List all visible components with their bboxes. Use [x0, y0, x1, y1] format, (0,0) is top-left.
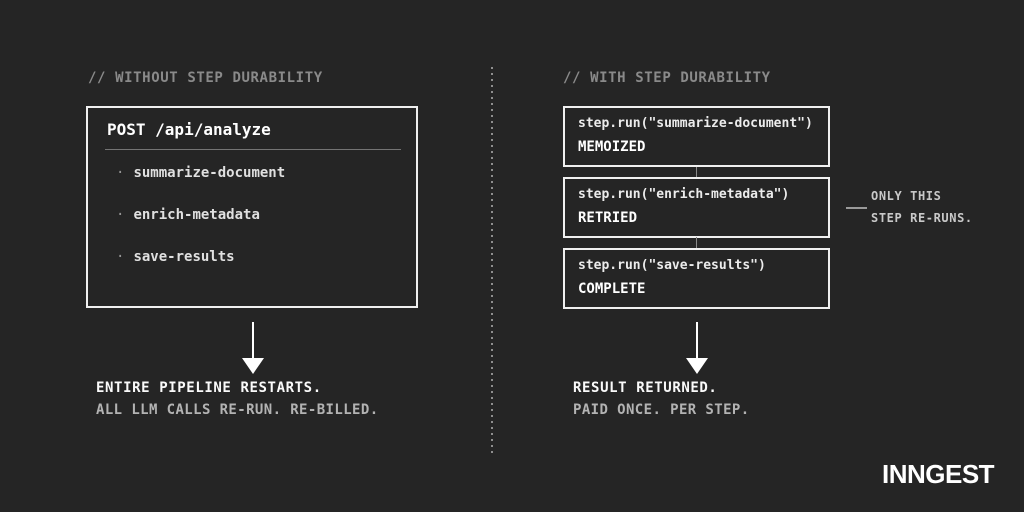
down-arrow-icon [242, 322, 264, 374]
arrow-head [686, 358, 708, 374]
left-caption-secondary: ALL LLM CALLS RE-RUN. RE-BILLED. [96, 402, 379, 418]
center-dotted-divider [491, 67, 493, 457]
step-code: step.run("summarize-document") [578, 116, 813, 131]
down-arrow-icon [686, 322, 708, 374]
api-box-divider [105, 149, 401, 150]
arrow-stem [252, 322, 254, 359]
pipeline-task-item: · enrich-metadata [116, 207, 260, 223]
step-status: COMPLETE [578, 281, 646, 297]
step-connector-line [696, 167, 697, 177]
task-label: enrich-metadata [133, 207, 260, 223]
step-code: step.run("save-results") [578, 258, 766, 273]
annotation-pointer-line [846, 207, 867, 209]
step-box-memoized: step.run("summarize-document") MEMOIZED [563, 106, 830, 167]
arrow-head [242, 358, 264, 374]
arrow-stem [696, 322, 698, 359]
annotation-line2: STEP RE-RUNS. [871, 211, 973, 225]
api-request-box: POST /api/analyze · summarize-document · e… [86, 106, 418, 308]
right-panel-header: // WITH STEP DURABILITY [563, 70, 771, 86]
step-connector-line [696, 237, 697, 248]
bullet-icon: · [116, 249, 125, 265]
step-box-retried: step.run("enrich-metadata") RETRIED [563, 177, 830, 238]
pipeline-task-item: · save-results [116, 249, 235, 265]
pipeline-task-item: · summarize-document [116, 165, 285, 181]
bullet-icon: · [116, 207, 125, 223]
left-panel-header: // WITHOUT STEP DURABILITY [88, 70, 323, 86]
step-box-complete: step.run("save-results") COMPLETE [563, 248, 830, 309]
right-caption-primary: RESULT RETURNED. [573, 380, 718, 396]
step-status: MEMOIZED [578, 139, 646, 155]
right-caption-secondary: PAID ONCE. PER STEP. [573, 402, 750, 418]
api-box-title: POST /api/analyze [107, 120, 271, 139]
inngest-logo: INNGEST [882, 459, 995, 489]
task-label: summarize-document [133, 165, 286, 181]
bullet-icon: · [116, 165, 125, 181]
step-status: RETRIED [578, 210, 638, 226]
annotation-line1: ONLY THIS [871, 189, 942, 203]
task-label: save-results [133, 249, 235, 265]
left-caption-primary: ENTIRE PIPELINE RESTARTS. [96, 380, 322, 396]
step-code: step.run("enrich-metadata") [578, 187, 790, 202]
